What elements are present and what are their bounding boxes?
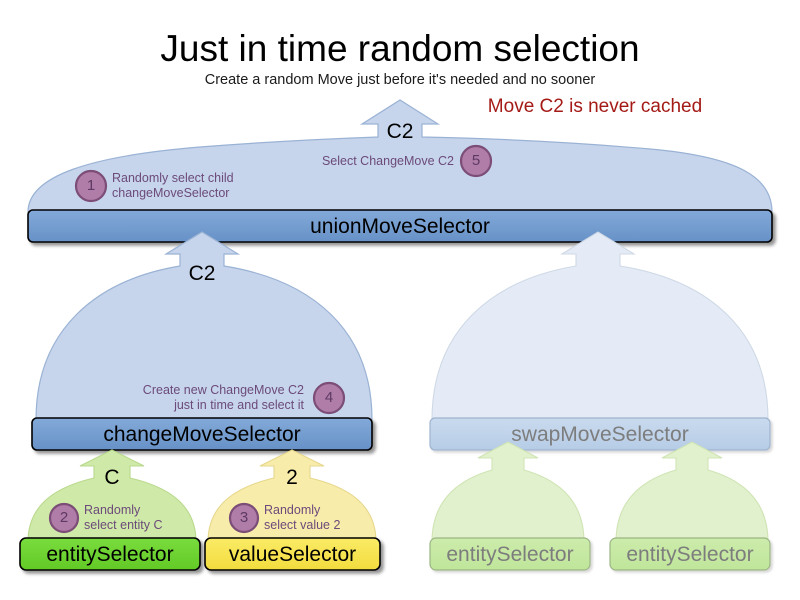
node-union-move-selector[interactable] — [27, 209, 773, 243]
node-entity-selector-swap-1[interactable] — [429, 537, 591, 571]
node-label-swap-move-selector: swapMoveSelector — [511, 423, 689, 446]
node-label-union-move-selector: unionMoveSelector — [310, 215, 490, 238]
step-badge-label-1: 1 — [86, 177, 96, 194]
step-badge-4 — [312, 381, 346, 415]
node-change-move-selector[interactable] — [31, 417, 373, 451]
page-title: Just in time random selection — [160, 28, 640, 69]
step-badge-1 — [74, 169, 108, 203]
step-note-2: Randomly select entity C — [84, 503, 163, 532]
arrow-union-output — [27, 99, 773, 213]
node-label-change-move-selector: changeMoveSelector — [103, 423, 301, 446]
step-note-3: Randomly select value 2 — [264, 503, 341, 532]
node-label-entity-selector-swap-2: entitySelector — [626, 543, 754, 566]
flow-label-union-output: C2 — [386, 120, 414, 143]
step-note-5: Select ChangeMove C2 — [321, 154, 454, 168]
step-note-4: Create new ChangeMove C2 just in time an… — [142, 383, 304, 412]
arrow-swap-output — [431, 231, 769, 421]
step-badge-label-4: 4 — [324, 389, 334, 406]
node-label-value-selector: valueSelector — [228, 543, 357, 566]
node-label-entity-selector-left: entitySelector — [46, 543, 174, 566]
step-badge-label-3: 3 — [239, 509, 249, 526]
step-note-1: Randomly select child changeMoveSelector — [112, 171, 234, 200]
arrow-swap-entity-1 — [431, 441, 585, 543]
node-swap-move-selector[interactable] — [429, 417, 771, 451]
node-entity-selector-swap-2[interactable] — [609, 537, 771, 571]
step-badge-label-2: 2 — [59, 509, 69, 526]
arrow-swap-entity-2 — [615, 441, 769, 543]
node-label-entity-selector-swap-1: entitySelector — [446, 543, 574, 566]
step-badge-3 — [228, 502, 260, 534]
step-badge-5 — [459, 144, 493, 178]
step-badge-label-5: 5 — [471, 152, 481, 169]
flow-label-value-output: 2 — [286, 466, 298, 489]
node-value-selector[interactable] — [204, 537, 381, 571]
flow-label-entity-output: C — [104, 466, 120, 489]
step-badge-2 — [48, 502, 80, 534]
arrow-change-output — [35, 231, 373, 421]
flow-label-change-output: C2 — [188, 262, 216, 285]
cache-annotation: Move C2 is never cached — [487, 96, 703, 117]
page-subtitle: Create a random Move just before it's ne… — [204, 72, 596, 88]
node-entity-selector-left[interactable] — [19, 537, 201, 571]
